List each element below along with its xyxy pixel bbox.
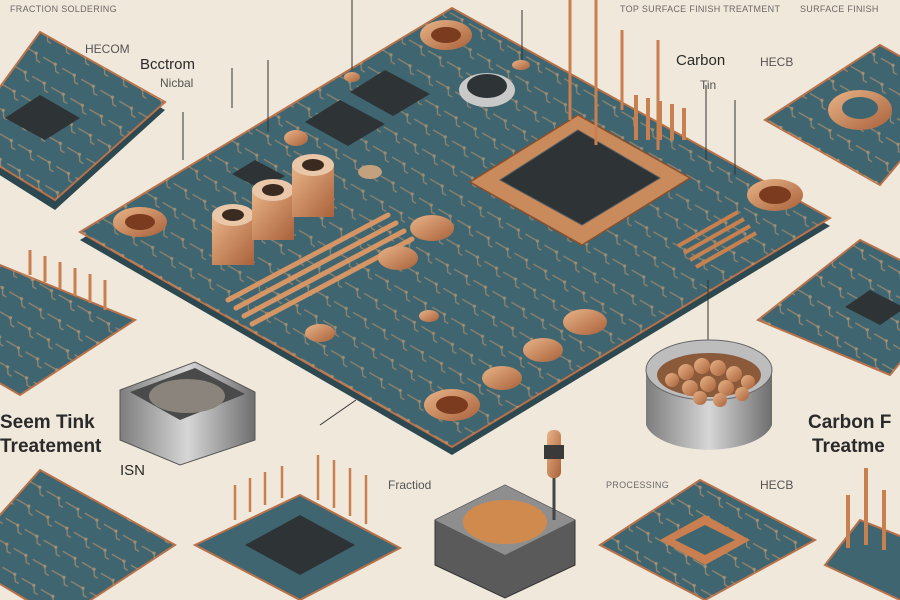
solder-pads — [284, 60, 607, 390]
board-left-middle — [0, 250, 138, 397]
board-bottom-center — [192, 455, 403, 600]
label-right-middle-1: Carbon F — [808, 412, 892, 433]
label-top-left-2: Nicbal — [160, 76, 194, 90]
board-top-left — [0, 30, 167, 210]
copper-capacitors — [212, 154, 334, 265]
copper-pellet-dish — [645, 339, 773, 450]
processor-chip — [468, 114, 692, 246]
crucible — [434, 430, 576, 599]
label-carbon: Carbon — [676, 52, 726, 69]
board-right-middle — [756, 238, 900, 377]
label-far-left: HECOM — [85, 42, 130, 56]
label-right-middle-2: Treatme — [812, 436, 885, 457]
mounting-holes — [113, 20, 803, 421]
board-top-right — [763, 43, 900, 187]
label-bottom-left: Fractiod — [388, 478, 432, 492]
label-left-middle-1: Seem Tink — [0, 412, 95, 433]
copper-fins — [634, 95, 757, 269]
label-isn: ISN — [120, 462, 146, 479]
label-tin: Tin — [700, 78, 717, 92]
label-right-top: HECB — [760, 55, 794, 69]
label-bottom-right: HECB — [760, 478, 794, 492]
board-bottom-right — [598, 478, 818, 600]
caption-top-middle: TOP SURFACE FINISH TREATMENT — [620, 4, 781, 14]
caption-top-left: FRACTION SOLDERING — [10, 4, 117, 14]
board-bottom-far-right — [823, 468, 900, 600]
label-left-middle-2: Treatement — [0, 436, 102, 457]
caption-bottom: PROCESSING — [606, 480, 670, 490]
main-circuit-board — [78, 6, 832, 455]
steel-tray — [119, 361, 256, 466]
label-top-left-1: Bcctrom — [140, 56, 196, 73]
probe-pins — [568, 0, 660, 150]
caption-top-right: SURFACE FINISH — [800, 4, 879, 14]
board-bottom-left — [0, 468, 177, 600]
